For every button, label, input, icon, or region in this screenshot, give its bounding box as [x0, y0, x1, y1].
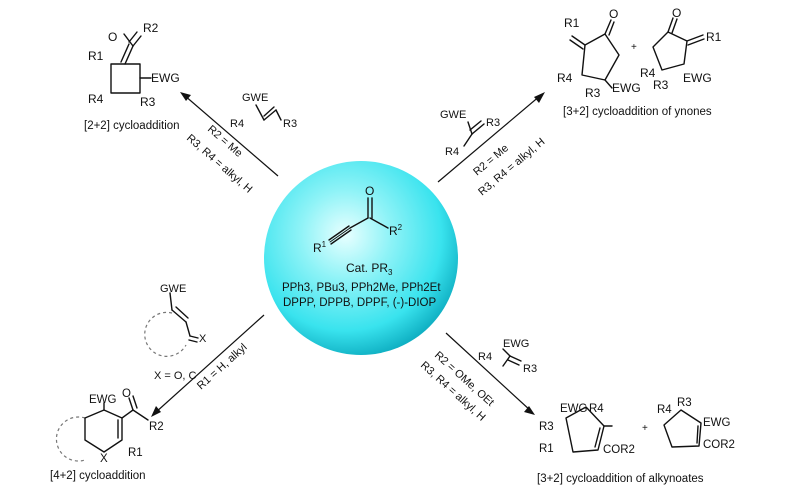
tl-reagent-r4: R4	[230, 118, 244, 130]
tl-product: O R2 R1 EWG R4 R3	[88, 21, 180, 109]
tr-p1-r1: R1	[564, 16, 580, 30]
tr-p1-ewg: EWG	[612, 81, 641, 95]
arrow-bottom-left	[151, 314, 265, 417]
tr-product-2: O R1 R4 R3 EWG	[640, 6, 722, 92]
bl-reagent-ring	[144, 311, 187, 357]
tl-prod-o: O	[108, 30, 117, 44]
br-title: [3+2] cycloaddition of alkynoates	[537, 473, 704, 485]
br-product-2: R4 R3 EWG COR2	[657, 397, 735, 451]
ynone-r1: R1	[313, 240, 327, 255]
br-reagent: EWG R4 R3	[478, 338, 537, 375]
tr-p2-ewg: EWG	[683, 71, 712, 85]
br-p2-r3: R3	[677, 397, 692, 409]
tr-reagent-r3: R3	[486, 117, 500, 129]
tr-p2-r4: R4	[640, 66, 656, 80]
bl-prod-o: O	[122, 388, 131, 400]
catalyst-label: Cat. PR3	[346, 261, 393, 277]
bl-title: [4+2] cycloaddition	[50, 470, 146, 482]
br-p1-r3: R3	[539, 421, 554, 433]
arrow-top-right	[437, 92, 545, 183]
br-p2-ewg: EWG	[703, 417, 731, 429]
bl-prod-x: X	[100, 453, 108, 465]
bl-product-ring	[55, 416, 86, 462]
ynone-r2: R2	[389, 223, 403, 238]
br-p1-cor: COR2	[603, 444, 635, 456]
bl-reagent-x: X	[199, 333, 207, 345]
tr-p2-r1: R1	[706, 30, 722, 44]
br-reagent-ewg: EWG	[503, 338, 529, 350]
tl-prod-r2: R2	[143, 21, 159, 35]
tr-title: [3+2] cycloaddition of ynones	[563, 106, 712, 118]
tl-reagent-gwe: GWE	[242, 92, 268, 104]
tr-reagent: GWE R4 R3	[440, 109, 500, 158]
ligands-line-1: PPh3, PBu3, PPh2Me, PPh2Et	[282, 282, 441, 294]
bl-reagent-note: X = O, C	[154, 370, 197, 382]
ligands-line-2: DPPP, DPPB, DPPF, (-)-DIOP	[283, 297, 436, 309]
bl-prod-r1: R1	[128, 447, 143, 459]
tl-prod-r1: R1	[88, 49, 104, 63]
bl-reagent-gwe: GWE	[160, 283, 186, 295]
tl-prod-r3: R3	[140, 95, 156, 109]
tl-reagent: GWE R4 R3	[230, 92, 297, 130]
arrow-top-left	[180, 92, 279, 177]
tr-p2-o: O	[672, 6, 681, 20]
tl-prod-r4: R4	[88, 92, 104, 106]
br-reagent-r4: R4	[478, 351, 492, 363]
br-p1-r4: R4	[589, 403, 604, 415]
ynone-o: O	[365, 184, 374, 198]
bl-prod-ewg: EWG	[89, 394, 117, 406]
ynone-structure: R1 O R2	[313, 184, 403, 255]
br-plus: +	[642, 423, 648, 434]
br-p1-ewg: EWG	[560, 403, 588, 415]
tr-reagent-gwe: GWE	[440, 109, 466, 121]
br-p1-r1: R1	[539, 443, 554, 455]
bl-condition-1: R1 = H, alkyl	[195, 341, 250, 392]
catalyst-sphere	[264, 161, 458, 355]
tr-p1-r4: R4	[557, 71, 573, 85]
tl-prod-ewg: EWG	[151, 71, 180, 85]
bl-product: EWG O R2 X R1	[55, 388, 164, 465]
tl-reagent-r3: R3	[283, 118, 297, 130]
tr-product-1: R1 O R4 R3 EWG	[557, 7, 641, 100]
br-reagent-r3: R3	[523, 363, 537, 375]
arrow-bottom-right	[445, 332, 535, 415]
tr-p2-r3: R3	[653, 78, 669, 92]
bl-reagent: GWE X	[144, 283, 207, 357]
tr-p1-o: O	[609, 7, 618, 21]
bl-prod-r2: R2	[149, 421, 164, 433]
tl-title: [2+2] cycloaddition	[84, 120, 180, 132]
tr-plus: +	[631, 42, 637, 53]
br-product-1: EWG R4 R3 R1 COR2	[539, 403, 635, 456]
tr-reagent-r4: R4	[445, 146, 459, 158]
br-p2-r4: R4	[657, 404, 672, 416]
br-p2-cor: COR2	[703, 439, 735, 451]
sphere-body	[264, 161, 458, 355]
tr-p1-r3: R3	[585, 86, 601, 100]
